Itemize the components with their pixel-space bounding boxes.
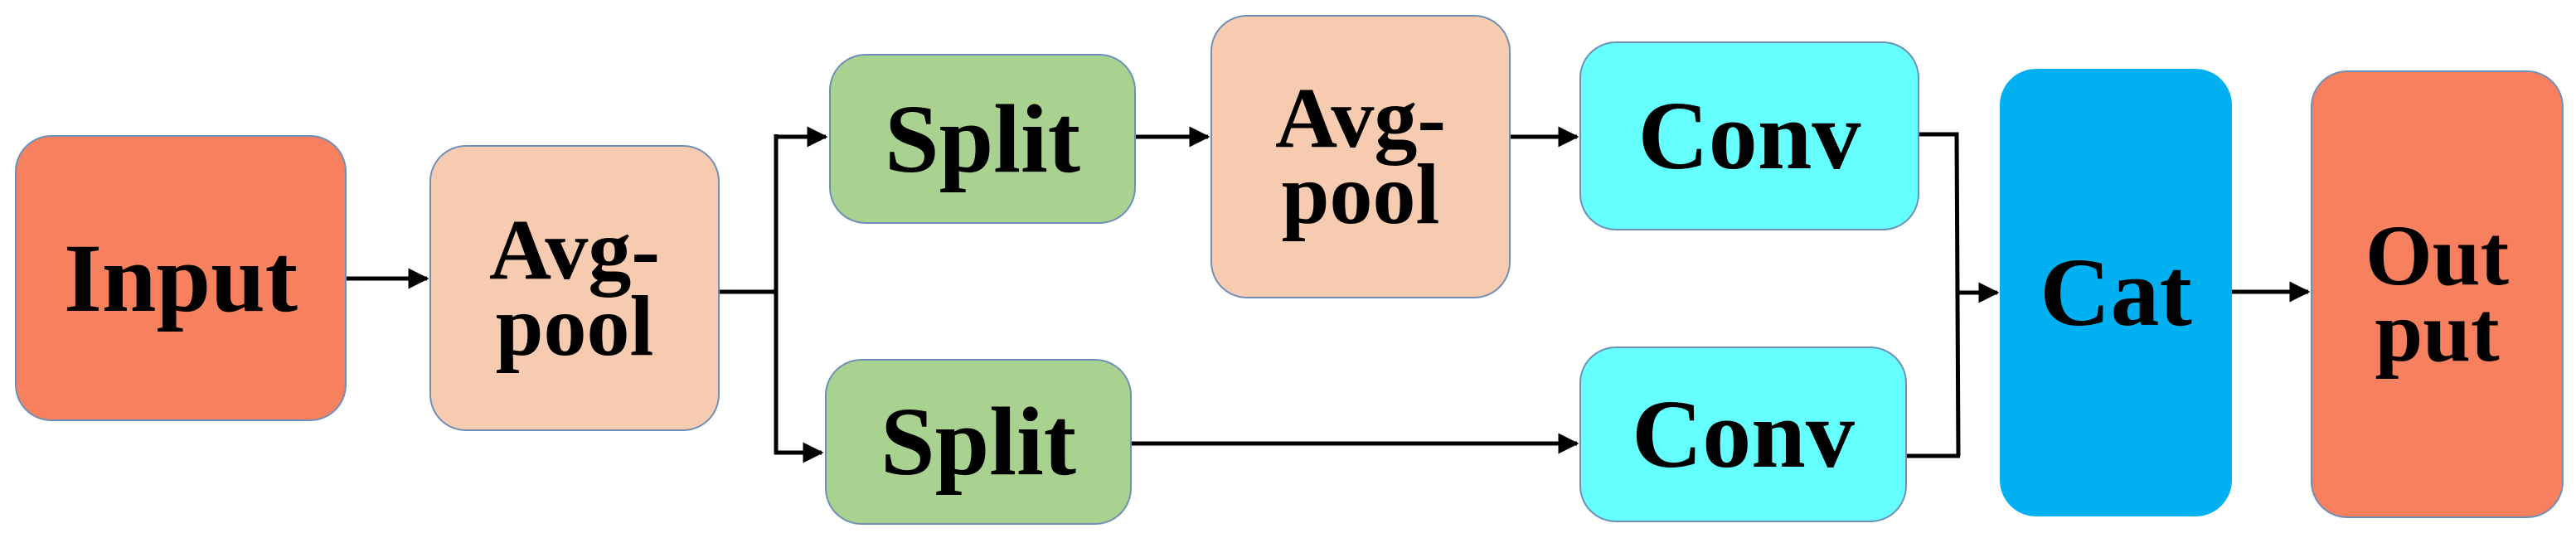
split-top-label: Split [884, 84, 1081, 193]
output-label-line1: Out [2365, 208, 2510, 304]
split-node-bottom: Split [825, 359, 1132, 525]
input-label: Input [63, 223, 298, 332]
avgpool-1-label-line2: pool [495, 278, 654, 374]
avgpool-2-label-line2: pool [1281, 147, 1440, 242]
output-node: Out put [2311, 70, 2564, 518]
conv-bottom-label: Conv [1632, 380, 1855, 489]
conv-node-bottom: Conv [1579, 347, 1907, 522]
cat-label: Cat [2040, 238, 2192, 347]
output-label-line2: put [2375, 284, 2500, 380]
conv-top-label: Conv [1637, 81, 1861, 191]
edge-conv-top-merge [1919, 132, 1961, 457]
input-node: Input [15, 135, 347, 421]
conv-node-top: Conv [1579, 41, 1919, 230]
avgpool-1-label-line1: Avg- [488, 201, 661, 298]
split-node-top: Split [829, 54, 1136, 224]
split-bottom-label: Split [880, 387, 1077, 497]
avgpool-node-2: Avg- pool [1210, 15, 1511, 298]
cat-node: Cat [2000, 69, 2232, 516]
avgpool-node-1: Avg- pool [429, 145, 720, 431]
avgpool-2-label-line1: Avg- [1274, 70, 1447, 167]
